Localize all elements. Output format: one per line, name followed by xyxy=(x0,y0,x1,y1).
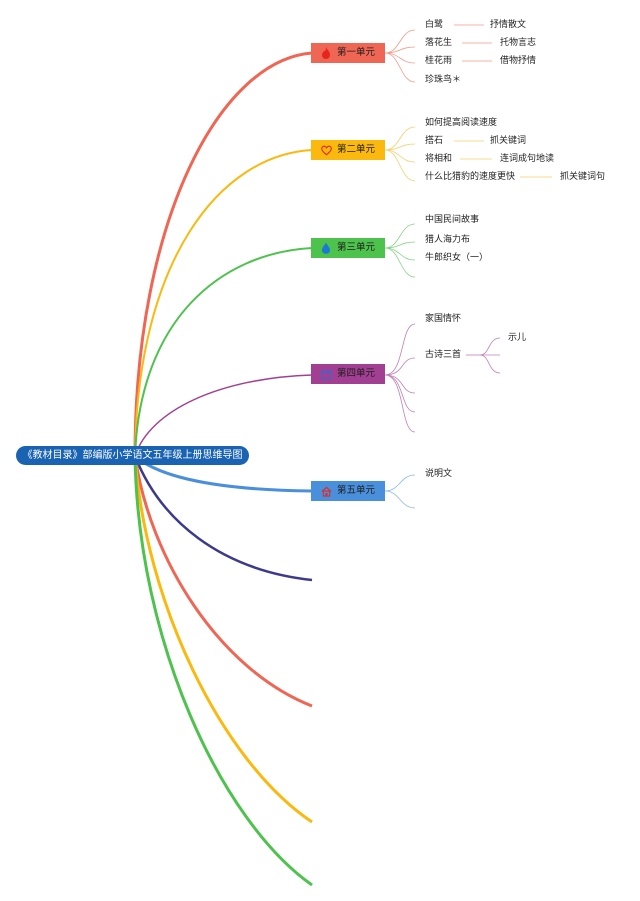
branch-unit-3 xyxy=(134,247,313,457)
unit-1-item-2-sub[interactable]: 托物言志 xyxy=(500,38,537,48)
unit-1-item-2[interactable]: 落花生 xyxy=(425,38,453,48)
branch-unit-9 xyxy=(133,455,313,887)
unit-5-label: 第五单元 xyxy=(336,485,375,496)
unit-5-sub-lines xyxy=(384,474,416,509)
calendar-icon xyxy=(321,368,332,380)
unit-5-node[interactable]: 第五单元 xyxy=(311,481,385,501)
unit-4-node[interactable]: 第四单元 xyxy=(311,364,385,384)
branch-unit-2 xyxy=(134,149,313,457)
flame-icon xyxy=(321,47,332,59)
unit-2-label: 第二单元 xyxy=(336,144,375,155)
unit-3-item-2[interactable]: 猎人海力布 xyxy=(425,235,471,245)
unit-4-item-2[interactable]: 古诗三首 xyxy=(425,350,462,360)
branch-unit-7 xyxy=(133,455,313,708)
branch-unit-1 xyxy=(133,51,313,457)
drop-icon xyxy=(321,242,332,254)
unit-3-sub-lines xyxy=(384,223,416,278)
branch-unit-4 xyxy=(134,374,313,457)
unit-4-item-1[interactable]: 家国情怀 xyxy=(425,314,462,324)
unit-4-sub-lines xyxy=(384,323,501,433)
unit-5-item-1[interactable]: 说明文 xyxy=(425,469,453,479)
unit-1-sub-lines xyxy=(384,24,492,83)
unit-1-label: 第一单元 xyxy=(336,47,375,58)
unit-2-node[interactable]: 第二单元 xyxy=(311,140,385,160)
unit-3-item-1[interactable]: 中国民间故事 xyxy=(425,215,480,225)
unit-1-node[interactable]: 第一单元 xyxy=(311,43,385,63)
unit-1-item-4[interactable]: 珍珠鸟＊ xyxy=(425,75,462,85)
unit-1-item-3-sub[interactable]: 借物抒情 xyxy=(500,56,537,66)
unit-1-item-1-sub[interactable]: 抒情散文 xyxy=(490,20,527,30)
unit-3-label: 第三单元 xyxy=(336,242,375,253)
branch-unit-8 xyxy=(133,455,313,824)
unit-3-node[interactable]: 第三单元 xyxy=(311,238,385,258)
unit-1-item-3[interactable]: 桂花雨 xyxy=(425,56,453,66)
unit-4-item-2-sub[interactable]: 示儿 xyxy=(508,333,527,343)
unit-2-item-3[interactable]: 将相和 xyxy=(425,154,453,164)
unit-2-item-4[interactable]: 什么比猎豹的速度更快 xyxy=(425,172,516,182)
unit-1-item-1[interactable]: 白鹭 xyxy=(425,20,444,30)
unit-2-item-2[interactable]: 搭石 xyxy=(425,136,444,146)
unit-2-item-3-sub[interactable]: 连词成句地读 xyxy=(500,154,555,164)
root-node[interactable]: 《教材目录》部编版小学语文五年级上册思维导图 xyxy=(16,446,249,465)
unit-2-item-4-sub[interactable]: 抓关键词句 xyxy=(560,172,606,182)
house-icon xyxy=(321,485,332,497)
unit-3-item-3[interactable]: 牛郎织女（一） xyxy=(425,253,489,263)
heart-icon xyxy=(321,144,332,156)
unit-2-sub-lines xyxy=(384,126,552,182)
unit-2-item-1[interactable]: 如何提高阅读速度 xyxy=(425,118,498,128)
unit-2-item-2-sub[interactable]: 抓关键词 xyxy=(490,136,527,146)
unit-4-label: 第四单元 xyxy=(336,368,375,379)
branch-unit-6 xyxy=(133,455,313,582)
